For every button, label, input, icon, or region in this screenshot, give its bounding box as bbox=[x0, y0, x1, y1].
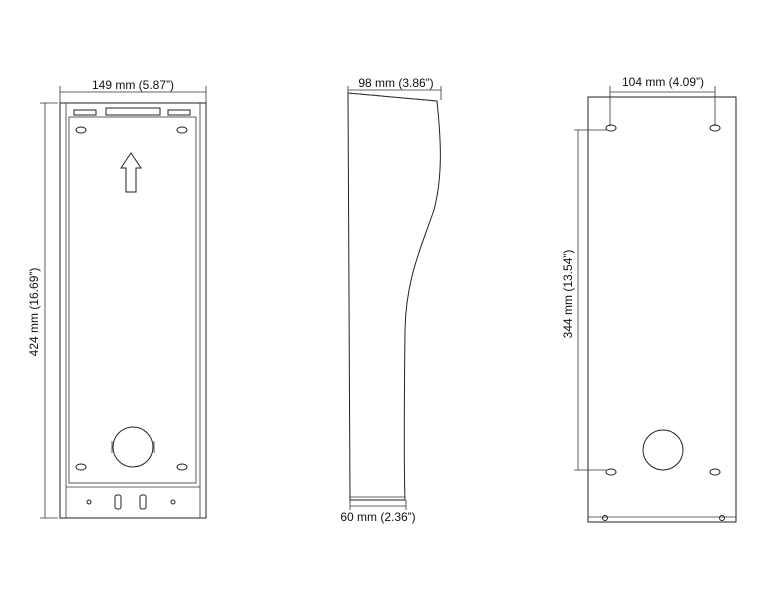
front-hole-bottom-left bbox=[75, 463, 87, 471]
front-bottom-slot-right bbox=[139, 494, 147, 510]
back-hole-width-dimension: 104 mm (4.09”) bbox=[609, 75, 716, 126]
back-hole-width-label: 104 mm (4.09”) bbox=[622, 75, 704, 89]
back-bottom-tab-left bbox=[602, 515, 608, 521]
back-cable-hole bbox=[642, 429, 684, 471]
front-width-dimension: 149 mm (5.87”) bbox=[59, 78, 207, 104]
side-profile bbox=[347, 92, 441, 501]
front-outer-frame bbox=[59, 102, 207, 519]
front-cable-hole bbox=[112, 426, 154, 468]
back-keyhole-top-right bbox=[709, 124, 721, 132]
front-height-dimension: 424 mm (16.69”) bbox=[27, 102, 58, 519]
front-top-slot-left bbox=[73, 109, 97, 116]
front-hole-top-right bbox=[176, 126, 188, 134]
side-view: 98 mm (3.86”) 60 mm (2.36”) bbox=[340, 76, 442, 524]
front-width-label: 149 mm (5.87”) bbox=[92, 78, 174, 92]
back-keyhole-bottom-right bbox=[709, 468, 721, 476]
side-bottom-depth-label: 60 mm (2.36”) bbox=[340, 510, 415, 524]
front-hole-bottom-right bbox=[176, 463, 188, 471]
back-hole-height-label: 344 mm (13.54”) bbox=[561, 250, 575, 339]
back-keyhole-bottom-left bbox=[605, 468, 617, 476]
front-view: 149 mm (5.87”) 424 mm (16.69”) bbox=[27, 78, 207, 519]
back-view: 104 mm (4.09”) 344 mm (13.54”) bbox=[561, 75, 737, 523]
up-arrow-icon bbox=[120, 152, 142, 193]
front-height-label: 424 mm (16.69”) bbox=[27, 268, 41, 357]
front-bottom-slot-left bbox=[114, 494, 122, 510]
front-bottom-screw-right bbox=[170, 499, 176, 505]
side-top-dimension: 98 mm (3.86”) bbox=[347, 76, 442, 100]
front-bottom-screw-left bbox=[86, 499, 92, 505]
back-hole-height-dimension: 344 mm (13.54”) bbox=[561, 129, 606, 471]
front-inner-panel bbox=[68, 116, 197, 484]
back-outer-frame bbox=[587, 96, 737, 523]
front-hole-top-left bbox=[75, 126, 87, 134]
back-bottom-tab-right bbox=[719, 515, 725, 521]
side-bottom-dimension: 60 mm (2.36”) bbox=[340, 500, 416, 524]
side-top-depth-label: 98 mm (3.86”) bbox=[358, 76, 433, 90]
front-top-slot-center bbox=[105, 107, 161, 116]
front-top-slot-right bbox=[167, 109, 191, 116]
back-keyhole-top-left bbox=[605, 124, 617, 132]
